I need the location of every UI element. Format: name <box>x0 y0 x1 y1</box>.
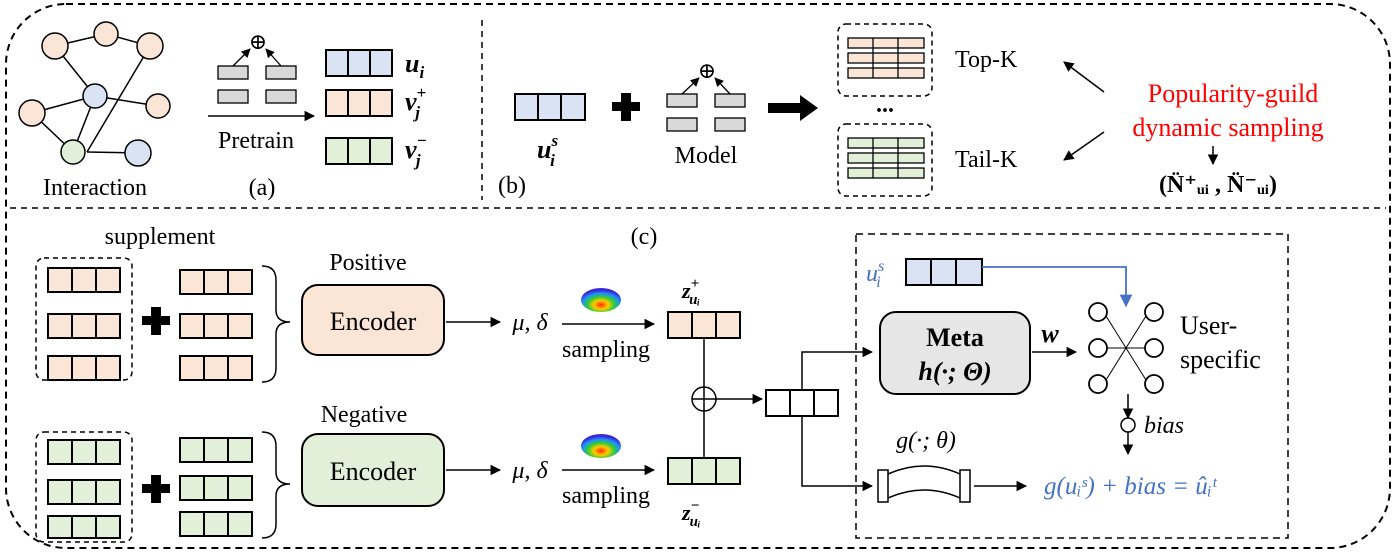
negative-embedding-v-j <box>325 137 393 165</box>
meta-learner-region <box>855 233 1289 539</box>
g-network-icon <box>877 465 971 503</box>
combined-embedding <box>765 389 839 417</box>
ellipsis: ... <box>876 92 894 118</box>
positive-embedding-v-j <box>325 89 393 117</box>
panel-a-caption: (a) <box>249 175 276 201</box>
user-embedding-u-i <box>325 49 393 77</box>
arrow-to-tail-k <box>1063 131 1105 161</box>
negative-supplement-embeddings <box>47 439 121 539</box>
model-label: Model <box>675 143 738 169</box>
meta-label-1: Meta <box>926 323 984 352</box>
u-i-label: ui <box>405 49 424 82</box>
user-specific-network <box>1088 302 1164 394</box>
u-s-blue-arrow <box>982 266 1133 308</box>
plus-icon <box>142 307 170 335</box>
plus-icon <box>612 93 640 121</box>
user-specific-label-2: specific <box>1180 345 1261 374</box>
v-j-pos-label: v+j <box>405 83 426 122</box>
outer-frame <box>5 3 1391 549</box>
plus-icon <box>142 475 170 503</box>
negative-encoder <box>301 433 445 507</box>
to-meta-arrow <box>801 346 874 390</box>
negative-sample-embeddings <box>179 437 253 537</box>
pretrain-label: Pretrain <box>218 128 294 154</box>
thick-arrow-icon <box>768 95 818 121</box>
user-specific-label-1: User- <box>1180 311 1237 340</box>
top-k-label: Top-K <box>955 47 1018 73</box>
positive-sampling-label: sampling <box>562 337 650 363</box>
pretrain-model-icon: ⊕ <box>217 29 297 104</box>
panel-c-caption: (c) <box>631 224 658 250</box>
negative-supplement-box <box>35 431 133 543</box>
w-label: w <box>1041 319 1059 348</box>
z-neg-label: z−uᵢ <box>681 498 701 530</box>
z-neg-embedding <box>667 457 741 485</box>
positive-supplement-box <box>35 257 133 381</box>
n-result-label: (N̈⁺ᵤᵢ , N̈⁻ᵤᵢ) <box>1159 172 1277 198</box>
negative-brace <box>261 431 291 539</box>
positive-brace <box>261 265 291 383</box>
positive-encoder <box>301 284 445 356</box>
panel-b-caption: (b) <box>498 173 526 199</box>
top-k-stack <box>837 23 933 97</box>
popularity-line-1: Popularity-guild <box>1148 79 1318 108</box>
to-g-arrow <box>801 416 874 492</box>
supplement-label: supplement <box>105 224 216 250</box>
positive-label: Positive <box>329 250 406 276</box>
bias-node <box>1120 417 1136 433</box>
meta-label-2: h(·; Θ) <box>918 357 991 386</box>
interaction-label: Interaction <box>43 175 147 201</box>
arrow-to-top-k <box>1063 61 1105 93</box>
oplus-icon: ⊕ <box>698 58 716 83</box>
positive-supplement-embeddings <box>47 267 121 381</box>
tail-k-label: Tail-K <box>955 147 1018 173</box>
final-formula: g(uᵢˢ) + bias = ûᵢᵗ <box>1044 473 1218 500</box>
u-s-embedding-c <box>905 258 983 286</box>
user-embedding-u-s <box>514 93 586 121</box>
oplus-icon: ⊕ <box>249 29 267 54</box>
z-pos-embedding <box>667 311 741 339</box>
negative-sampling-label: sampling <box>562 483 650 509</box>
popularity-line-2: dynamic sampling <box>1132 113 1323 142</box>
z-pos-label: z+uᵢ <box>681 276 700 308</box>
v-j-neg-label: v−j <box>405 131 427 170</box>
tail-k-stack <box>837 123 933 197</box>
positive-sample-embeddings <box>179 269 253 381</box>
model-icon: ⊕ <box>666 58 746 132</box>
positive-encoder-label: Encoder <box>330 307 417 336</box>
negative-mu-delta: μ, δ <box>511 458 548 484</box>
interaction-graph <box>18 21 171 167</box>
gaussian-icon-negative <box>581 434 621 458</box>
negative-label: Negative <box>321 402 408 428</box>
meta-network-box <box>879 311 1031 395</box>
gaussian-icon-positive <box>581 288 621 312</box>
negative-encoder-label: Encoder <box>330 457 417 486</box>
bias-label: bias <box>1144 413 1184 439</box>
g-theta-label: g(·; θ) <box>896 428 956 454</box>
positive-mu-delta: μ, δ <box>511 310 548 336</box>
